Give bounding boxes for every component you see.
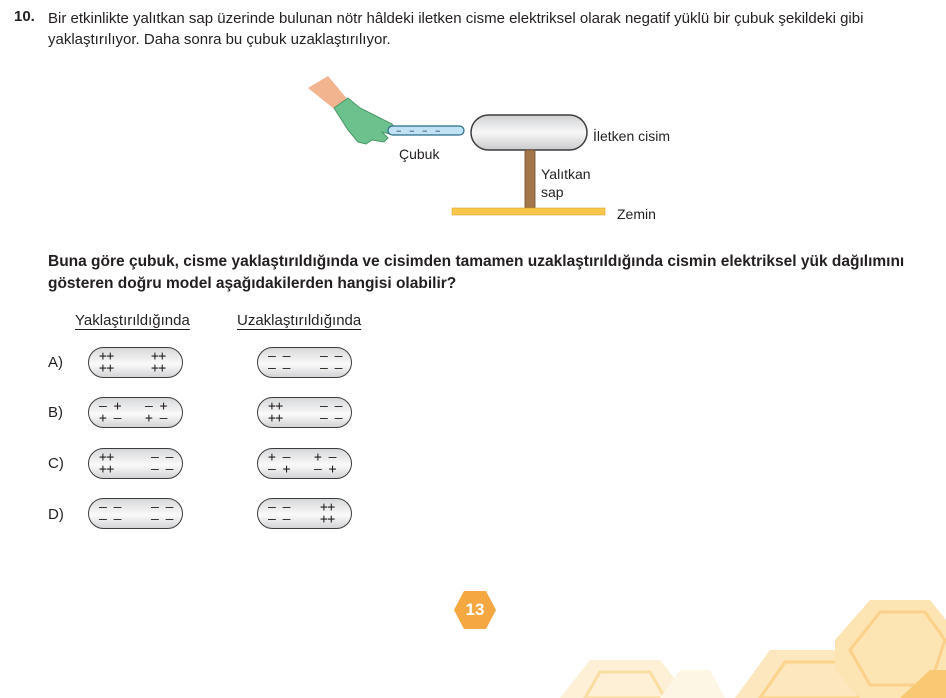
- charge-bottom-left: + –: [99, 411, 121, 426]
- question-prompt: Buna göre çubuk, cisme yaklaştırıldığınd…: [48, 253, 905, 292]
- option-d-label[interactable]: D): [48, 506, 64, 523]
- experiment-illustration: – – – –: [308, 76, 606, 216]
- charge-top-right: – –: [320, 349, 342, 364]
- option-c-label[interactable]: C): [48, 455, 64, 472]
- experiment-figure: – – – – Çubuk İletken cisim Yalıtkan sap…: [300, 70, 700, 230]
- charge-top-left: ++: [99, 450, 114, 465]
- charge-top-left: – +: [99, 399, 121, 414]
- charge-top-right: + –: [314, 450, 336, 465]
- charge-bottom-right: + –: [145, 411, 167, 426]
- charge-bottom-right: – –: [151, 462, 173, 477]
- ground-surface: [451, 207, 606, 216]
- charge-bottom-left: ++: [99, 361, 114, 376]
- rod-label: Çubuk: [399, 146, 440, 162]
- insulating-stand: [524, 149, 536, 209]
- option-c-near-model[interactable]: ++ – – ++ – –: [88, 448, 183, 479]
- stand-label-line1: Yalıtkan: [541, 166, 591, 182]
- question-number: 10.: [14, 8, 35, 25]
- charged-rod: [387, 125, 465, 136]
- option-c-far-model[interactable]: + – + – – + – +: [257, 448, 352, 479]
- option-b-label[interactable]: B): [48, 404, 63, 421]
- charge-bottom-left: – –: [268, 361, 290, 376]
- column-header-near: Yaklaştırıldığında: [75, 312, 190, 329]
- charge-top-right: ++: [320, 500, 335, 515]
- question-text: Bir etkinlikte yalıtkan sap üzerinde bul…: [48, 10, 864, 48]
- page-number-badge: 13: [453, 590, 497, 630]
- option-a-near-model[interactable]: ++ ++ ++ ++: [88, 347, 183, 378]
- charge-top-left: + –: [268, 450, 290, 465]
- page-number: 13: [465, 600, 485, 619]
- charge-bottom-right: ++: [151, 361, 166, 376]
- option-d-far-model[interactable]: – – ++ – – ++: [257, 498, 352, 529]
- charge-top-left: ++: [99, 349, 114, 364]
- option-d-near-model[interactable]: – – – – – – – –: [88, 498, 183, 529]
- charge-top-left: – –: [268, 500, 290, 515]
- charge-bottom-right: ++: [320, 512, 335, 527]
- option-b-far-model[interactable]: ++ – – ++ – –: [257, 397, 352, 428]
- option-a-label[interactable]: A): [48, 354, 63, 371]
- charge-top-left: – –: [268, 349, 290, 364]
- charge-bottom-left: ++: [99, 462, 114, 477]
- charge-top-left: ++: [268, 399, 283, 414]
- charge-top-right: – –: [151, 450, 173, 465]
- charge-bottom-right: – –: [151, 512, 173, 527]
- charge-bottom-right: – –: [320, 361, 342, 376]
- column-header-far: Uzaklaştırıldığında: [237, 312, 362, 329]
- charge-top-right: – –: [151, 500, 173, 515]
- option-a-far-model[interactable]: – – – – – – – –: [257, 347, 352, 378]
- charge-top-left: – –: [99, 500, 121, 515]
- charge-bottom-left: – +: [268, 462, 290, 477]
- charge-bottom-left: – –: [268, 512, 290, 527]
- conductor-label: İletken cisim: [593, 128, 671, 144]
- hexagon-icon: [454, 591, 496, 629]
- conductor-body: [470, 114, 588, 151]
- charge-top-right: – +: [145, 399, 167, 414]
- stand-label-line2: sap: [541, 184, 564, 200]
- option-b-near-model[interactable]: – + – + + – + –: [88, 397, 183, 428]
- charge-bottom-right: – –: [320, 411, 342, 426]
- arm: [308, 76, 348, 112]
- charge-bottom-left: ++: [268, 411, 283, 426]
- charge-top-right: ++: [151, 349, 166, 364]
- charge-bottom-left: – –: [99, 512, 121, 527]
- rod-charges: – – – –: [396, 124, 443, 137]
- glove: [333, 97, 397, 145]
- charge-bottom-right: – +: [314, 462, 336, 477]
- ground-label: Zemin: [617, 206, 656, 222]
- charge-top-right: – –: [320, 399, 342, 414]
